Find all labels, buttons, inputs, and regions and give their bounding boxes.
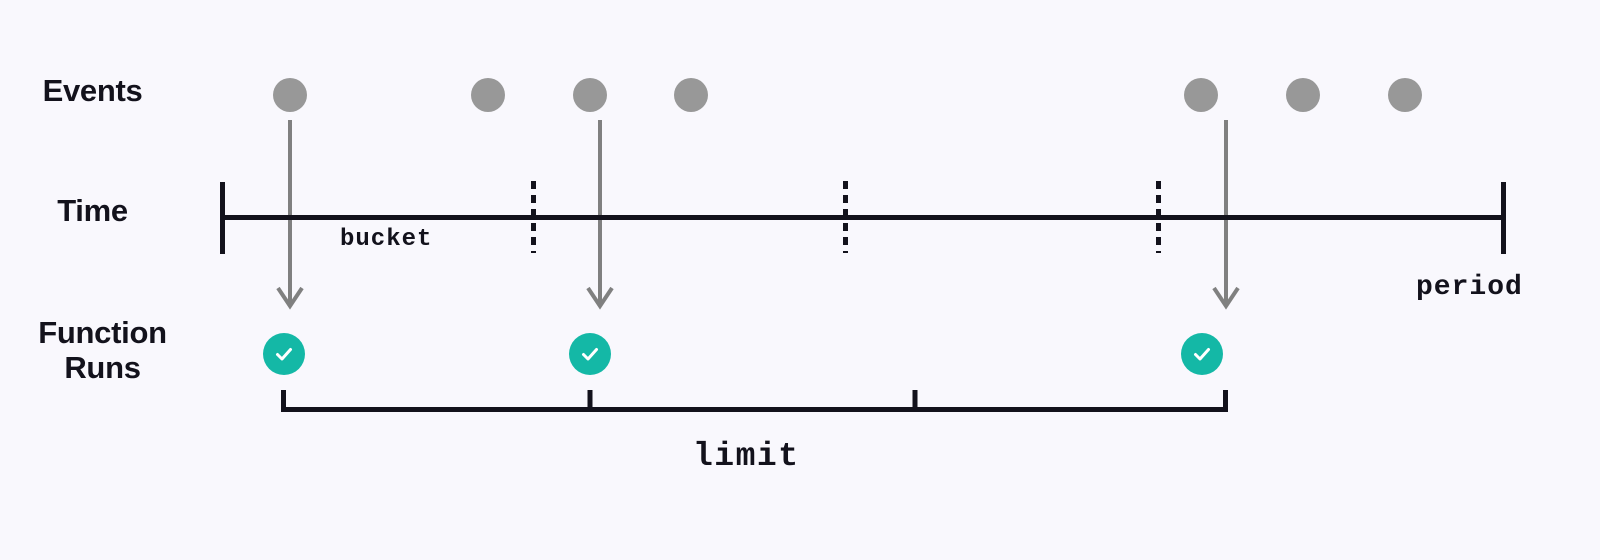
row-label-events: Events xyxy=(42,73,143,108)
event-arrow-1 xyxy=(275,120,305,320)
event-dot-6 xyxy=(1286,78,1320,112)
check-icon xyxy=(273,343,295,365)
limit-label: limit xyxy=(693,438,800,475)
event-dot-3 xyxy=(573,78,607,112)
limit-bracket xyxy=(281,390,1228,412)
time-axis-start-cap xyxy=(220,182,225,254)
event-dot-7 xyxy=(1388,78,1422,112)
event-dot-4 xyxy=(674,78,708,112)
event-arrow-2 xyxy=(585,120,615,320)
time-axis-line xyxy=(223,215,1506,220)
event-dot-5 xyxy=(1184,78,1218,112)
bucket-divider-3 xyxy=(1156,181,1161,253)
function-run-dot-1 xyxy=(263,333,305,375)
time-axis-end-cap xyxy=(1501,182,1506,254)
check-icon xyxy=(579,343,601,365)
event-arrow-3 xyxy=(1211,120,1241,320)
event-dot-2 xyxy=(471,78,505,112)
row-label-time: Time xyxy=(57,193,128,228)
bucket-divider-2 xyxy=(843,181,848,253)
check-icon xyxy=(1191,343,1213,365)
period-label: period xyxy=(1416,272,1523,303)
function-run-dot-2 xyxy=(569,333,611,375)
row-label-function-runs: Function Runs xyxy=(38,315,167,385)
bucket-label: bucket xyxy=(340,226,433,253)
bucket-divider-1 xyxy=(531,181,536,253)
event-dot-1 xyxy=(273,78,307,112)
function-run-dot-3 xyxy=(1181,333,1223,375)
